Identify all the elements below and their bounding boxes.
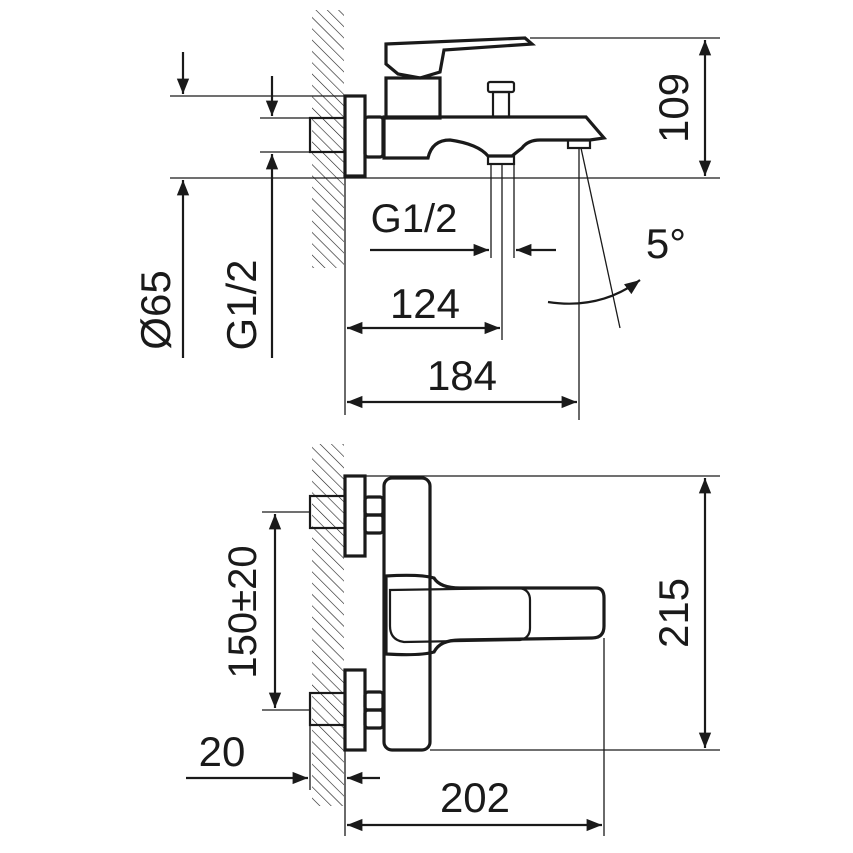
dim-total-reach-label: 184	[427, 352, 497, 399]
diverter-stem	[491, 90, 511, 119]
lower-inlet-stub	[308, 691, 347, 727]
mixer-body	[382, 115, 608, 160]
lower-flange	[343, 668, 367, 752]
upper-flange	[343, 474, 367, 558]
lever-handle	[384, 36, 537, 80]
dim-width-label: 215	[650, 578, 697, 648]
spout-top	[384, 573, 606, 657]
dim-depth-label: 202	[440, 774, 510, 821]
dim-outlet-distance-label: 124	[390, 280, 460, 327]
wall-hatch-top	[312, 444, 344, 806]
dim-inlet-thread-label: G1/2	[218, 259, 265, 350]
lever-column	[384, 76, 442, 120]
dim-wall-offset-label: 20	[199, 728, 246, 775]
diverter-cap	[486, 80, 516, 94]
side-view: 109 Ø65 G1/2 G1/2 5° 124 184	[132, 10, 720, 420]
top-view: 150±20 215 20 202	[186, 444, 720, 836]
dim-flange-diameter-label: Ø65	[132, 270, 179, 349]
upper-nut-a	[363, 495, 385, 517]
dim-inlet-spacing-label: 150±20	[221, 545, 265, 678]
lever-top	[388, 586, 532, 644]
mixer-body-top	[382, 476, 432, 752]
dim-height-label: 109	[650, 73, 697, 143]
inlet-stub	[308, 116, 347, 154]
dim-outlet-thread-label: G1/2	[371, 197, 458, 241]
wall-flange	[343, 94, 367, 178]
wall-hatch-side	[312, 10, 344, 268]
lower-nut-b	[363, 708, 385, 730]
shower-outlet	[486, 154, 516, 166]
dim-angle-label: 5°	[646, 220, 686, 267]
inlet-nut	[363, 115, 385, 159]
upper-nut-b	[363, 513, 385, 535]
lower-nut-a	[363, 690, 385, 712]
